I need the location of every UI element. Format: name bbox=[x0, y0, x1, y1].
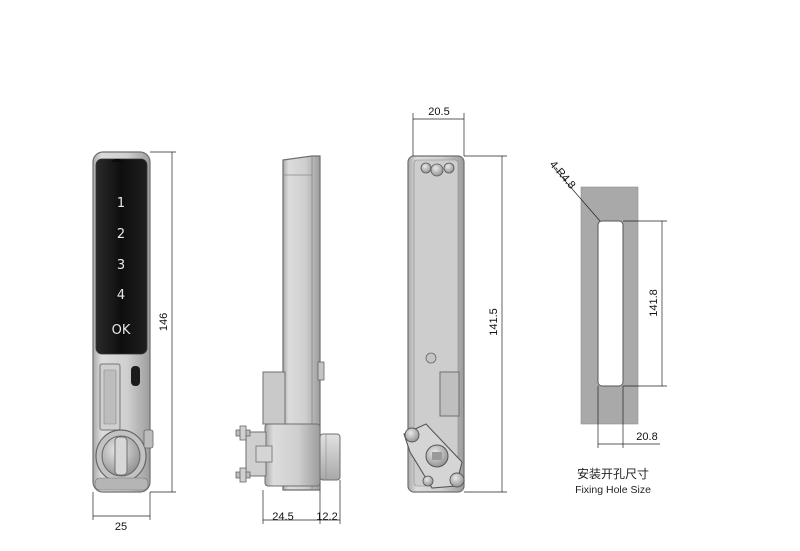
side-block bbox=[262, 371, 286, 425]
key-ok: OK bbox=[112, 323, 131, 338]
hole-height-label: 141.8 bbox=[648, 289, 660, 317]
hole-radius-label: 4-R4.8 bbox=[547, 159, 578, 192]
back-cam-screw-a bbox=[404, 427, 420, 443]
back-width-label: 20.5 bbox=[428, 106, 449, 118]
knob-grip bbox=[114, 436, 128, 476]
cutout-hole bbox=[597, 220, 624, 387]
back-slot bbox=[439, 371, 460, 417]
front-width-label: 25 bbox=[115, 521, 127, 533]
battery-cover-inner bbox=[103, 369, 117, 425]
back-cam-screw-b bbox=[449, 472, 465, 488]
side-depth-label-a: 24.5 bbox=[272, 511, 293, 523]
back-cam-screw-c bbox=[422, 475, 434, 487]
front-view: 1 2 3 4 OK bbox=[92, 151, 154, 493]
back-top-screw-left bbox=[420, 162, 432, 174]
front-base bbox=[94, 477, 149, 491]
caption-english: Fixing Hole Size bbox=[575, 484, 651, 496]
top-notch bbox=[111, 159, 123, 162]
front-latch bbox=[143, 429, 154, 449]
side-dimensions bbox=[262, 480, 341, 524]
back-height-label: 141.5 bbox=[488, 308, 500, 336]
led-indicator bbox=[131, 366, 140, 386]
back-small-hole bbox=[425, 352, 437, 364]
key-1: 1 bbox=[117, 196, 125, 211]
keypad-glass bbox=[95, 158, 148, 355]
hole-dimensions bbox=[553, 167, 667, 448]
back-top-screw-right bbox=[443, 162, 455, 174]
front-dimensions bbox=[92, 151, 176, 520]
side-depth-label-b: 12.2 bbox=[316, 511, 337, 523]
back-view bbox=[403, 155, 465, 493]
side-housing bbox=[264, 423, 321, 487]
hole-view bbox=[580, 186, 639, 425]
side-view bbox=[235, 155, 341, 491]
key-2: 2 bbox=[117, 227, 125, 242]
side-button bbox=[317, 361, 325, 381]
hole-width-label: 20.8 bbox=[636, 431, 657, 443]
key-3: 3 bbox=[117, 258, 125, 273]
front-height-label: 146 bbox=[158, 313, 170, 331]
key-4: 4 bbox=[117, 288, 125, 303]
caption-chinese: 安装开孔尺寸 bbox=[577, 466, 649, 481]
back-dimensions bbox=[412, 113, 507, 493]
back-top-screw-center bbox=[430, 163, 444, 177]
side-cam bbox=[319, 433, 341, 481]
